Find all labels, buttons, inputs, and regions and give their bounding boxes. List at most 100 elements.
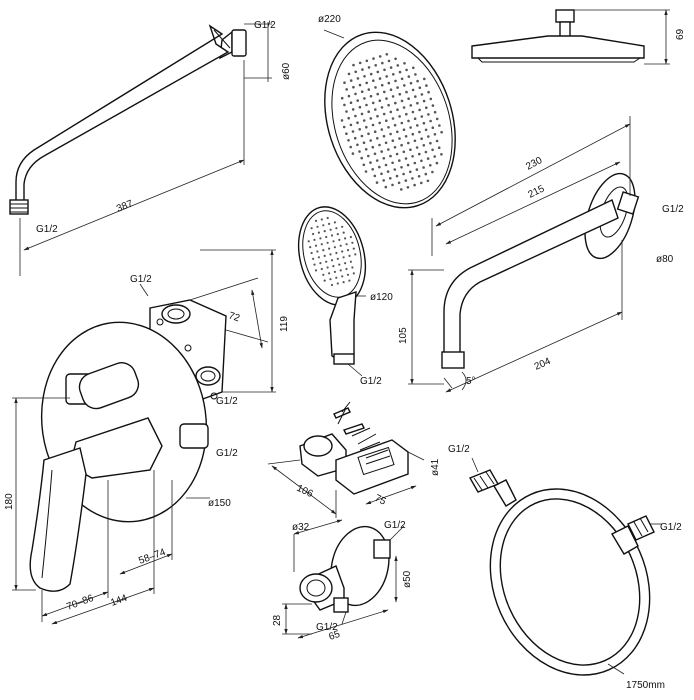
elbow-65-label: 65 (328, 629, 342, 643)
nozzle-hole (342, 256, 345, 259)
nozzle-hole (310, 227, 313, 230)
nozzle-hole (362, 163, 366, 167)
nozzle-hole (354, 114, 357, 118)
shower-arm-short (408, 116, 640, 393)
nozzle-hole (312, 257, 315, 260)
nozzle-hole (396, 86, 399, 89)
nozzle-hole (418, 130, 421, 134)
nozzle-hole (333, 221, 336, 224)
nozzle-hole (383, 90, 386, 94)
nozzle-hole (416, 124, 419, 127)
nozzle-hole (389, 88, 393, 91)
nozzle-hole (435, 117, 439, 121)
nozzle-hole (375, 159, 379, 162)
valve-plate-dia-label: ø150 (208, 498, 231, 509)
nozzle-hole (380, 106, 384, 109)
nozzle-hole (322, 249, 325, 252)
nozzle-hole (380, 172, 383, 176)
nozzle-hole (343, 81, 346, 84)
nozzle-hole (394, 57, 397, 61)
nozzle-hole (317, 231, 320, 234)
nozzle-hole (431, 104, 435, 107)
nozzle-hole (364, 148, 368, 151)
nozzle-hole (340, 96, 344, 100)
nozzle-hole (335, 276, 338, 279)
holder-dia-label: ø41 (430, 458, 441, 476)
nozzle-hole (382, 179, 386, 182)
arm-top-bottom-thread-label: G1/2 (36, 224, 58, 235)
nozzle-hole (320, 243, 323, 246)
nozzle-hole (346, 249, 350, 252)
nozzle-hole (400, 188, 403, 191)
nozzle-hole (360, 156, 364, 160)
nozzle-hole (358, 83, 362, 87)
nozzle-hole (387, 81, 391, 85)
nozzle-hole (371, 123, 375, 127)
nozzle-hole (369, 161, 372, 164)
nozzle-hole (389, 132, 392, 136)
nozzle-hole (362, 141, 366, 144)
nozzle-hole (422, 166, 425, 169)
nozzle-hole (387, 59, 391, 63)
nozzle-hole (398, 115, 401, 118)
nozzle-hole (387, 126, 390, 129)
nozzle-hole (314, 219, 318, 222)
valve-119-label: 119 (279, 316, 290, 332)
nozzle-hole (320, 218, 323, 221)
nozzle-hole (431, 170, 434, 174)
nozzle-hole (437, 146, 441, 149)
nozzle-hole (349, 235, 352, 239)
arm-top-length-label: 387 (115, 198, 135, 215)
hose-thread-right-label: G1/2 (660, 522, 682, 533)
nozzle-hole (375, 181, 379, 184)
elbow-28-label: 28 (272, 614, 283, 626)
nozzle-hole (404, 179, 408, 182)
nozzle-hole (384, 163, 388, 167)
nozzle-hole (395, 174, 399, 178)
nozzle-hole (360, 134, 364, 138)
nozzle-hole (391, 161, 394, 165)
nozzle-hole (343, 103, 346, 107)
nozzle-hole (338, 238, 341, 241)
nozzle-hole (427, 135, 430, 138)
nozzle-hole (328, 272, 331, 275)
nozzle-hole (349, 260, 352, 263)
nozzle-hole (335, 227, 338, 230)
valve-180-label: 180 (4, 493, 15, 510)
nozzle-hole (349, 101, 353, 104)
nozzle-hole (360, 90, 364, 93)
nozzle-hole (307, 240, 310, 243)
nozzle-hole (389, 154, 392, 158)
nozzle-hole (405, 68, 408, 72)
nozzle-hole (429, 164, 432, 167)
nozzle-hole (424, 172, 428, 176)
nozzle-hole (380, 150, 384, 153)
nozzle-hole (369, 117, 373, 120)
nozzle-hole (425, 84, 428, 87)
nozzle-hole (422, 121, 426, 125)
nozzle-hole (385, 97, 388, 100)
elbow-dia32-label: ø32 (292, 522, 310, 533)
nozzle-hole (333, 246, 336, 249)
nozzle-hole (367, 88, 371, 91)
nozzle-hole (362, 119, 366, 122)
valve-top-thread-label: G1/2 (130, 274, 152, 285)
nozzle-hole (424, 150, 428, 154)
valve-right-thread2-label: G1/2 (216, 448, 238, 459)
nozzle-hole (349, 79, 353, 82)
nozzle-hole (330, 283, 334, 287)
nozzle-hole (391, 139, 395, 142)
nozzle-hole (415, 146, 419, 149)
nozzle-hole (373, 152, 377, 156)
nozzle-hole (402, 128, 406, 131)
nozzle-hole (393, 168, 397, 171)
nozzle-hole (407, 141, 410, 145)
nozzle-hole (347, 139, 350, 142)
nozzle-hole (398, 159, 401, 162)
nozzle-hole (414, 95, 417, 98)
nozzle-hole (371, 168, 375, 171)
nozzle-hole (425, 106, 428, 109)
nozzle-hole (391, 95, 395, 98)
nozzle-hole (352, 247, 355, 250)
nozzle-hole (403, 84, 406, 87)
